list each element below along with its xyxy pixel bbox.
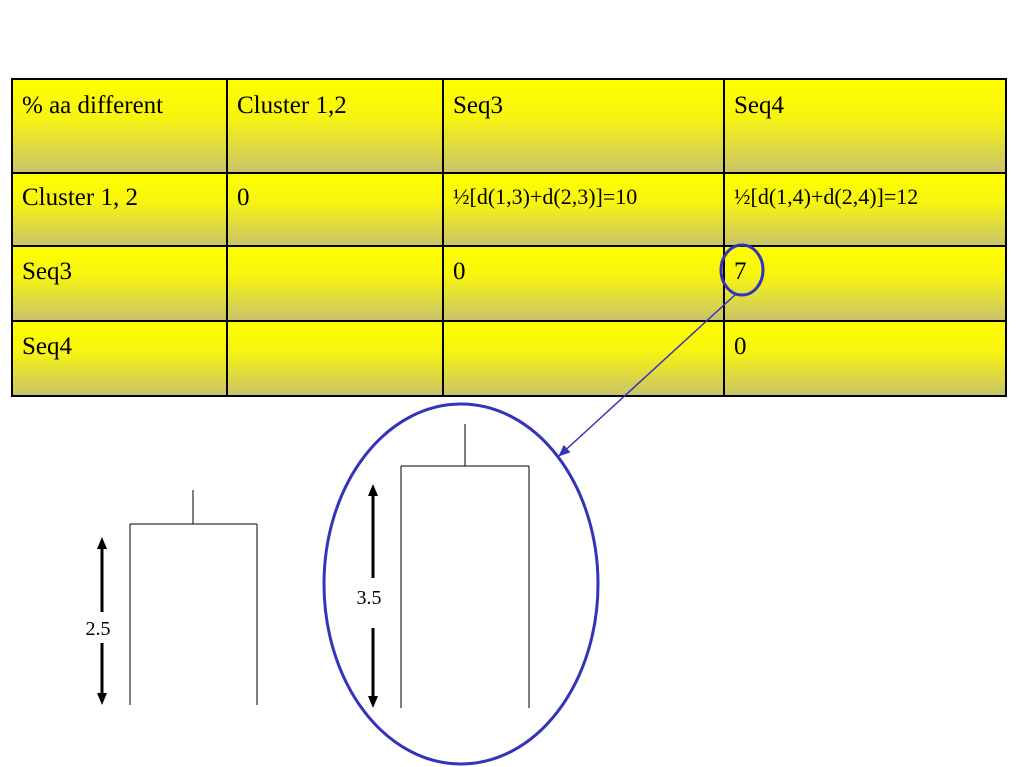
- row-label-cell: Cluster 1, 2: [11, 172, 228, 247]
- connector-arrow: [558, 293, 737, 457]
- right-dendrogram: [400, 424, 530, 708]
- header-cell: Seq3: [442, 78, 725, 174]
- distance-cell: 0: [723, 320, 1007, 397]
- distance-cell: [226, 245, 444, 322]
- left-height-arrow: [97, 537, 107, 705]
- table-row: Seq4 0: [11, 320, 1007, 397]
- distance-cell: ½[d(1,3)+d(2,3)]=10: [442, 172, 725, 247]
- distance-cell: 0: [442, 245, 725, 322]
- highlight-circle: [719, 243, 765, 297]
- row-label-cell: Seq4: [11, 320, 228, 397]
- distance-cell: [442, 320, 725, 397]
- distance-cell: [226, 320, 444, 397]
- table-row: Cluster 1, 2 0 ½[d(1,3)+d(2,3)]=10 ½[d(1…: [11, 172, 1007, 247]
- header-cell: Seq4: [723, 78, 1007, 174]
- left-dendrogram: [129, 490, 258, 705]
- table-header-row: % aa different Cluster 1,2 Seq3 Seq4: [11, 78, 1007, 174]
- header-cell: % aa different: [11, 78, 228, 174]
- right-height-label: 3.5: [357, 587, 382, 609]
- highlighted-distance-cell: 7: [723, 245, 1007, 322]
- dendrogram-highlight-ellipse: [322, 402, 600, 766]
- distance-cell: 0: [226, 172, 444, 247]
- row-label-cell: Seq3: [11, 245, 228, 322]
- header-cell: Cluster 1,2: [226, 78, 444, 174]
- table-row: Seq3 0 7: [11, 245, 1007, 322]
- left-height-label: 2.5: [86, 618, 111, 640]
- right-height-arrow: [368, 484, 378, 708]
- distance-cell: ½[d(1,4)+d(2,4)]=12: [723, 172, 1007, 247]
- distance-matrix-table: % aa different Cluster 1,2 Seq3 Seq4 Clu…: [11, 78, 1007, 397]
